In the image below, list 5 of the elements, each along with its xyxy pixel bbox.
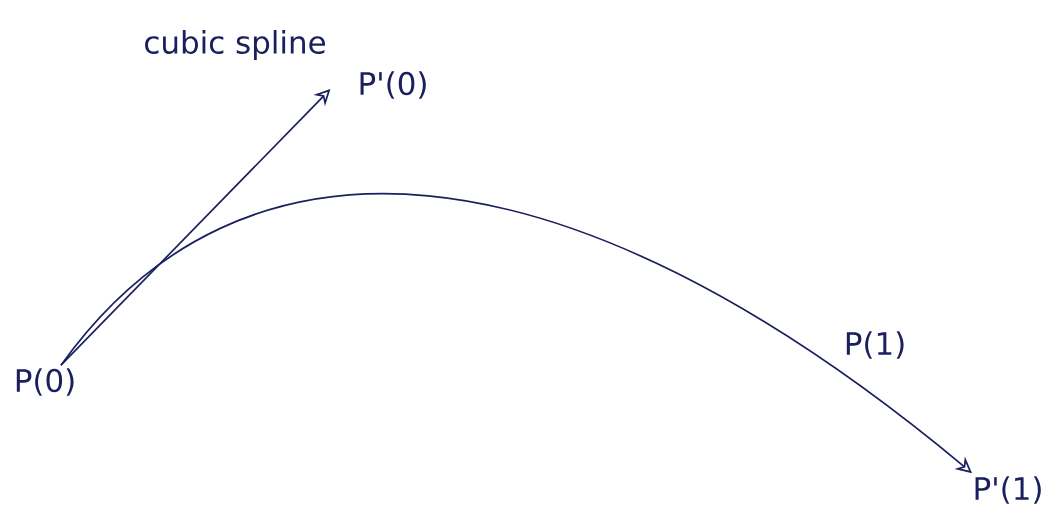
curve-label: P(1) <box>846 331 904 359</box>
point-label: P(0) <box>16 368 74 396</box>
point-label: P'(1) <box>975 476 1041 504</box>
point-label: P'(0) <box>360 71 426 99</box>
title: cubic spline <box>145 30 325 60</box>
